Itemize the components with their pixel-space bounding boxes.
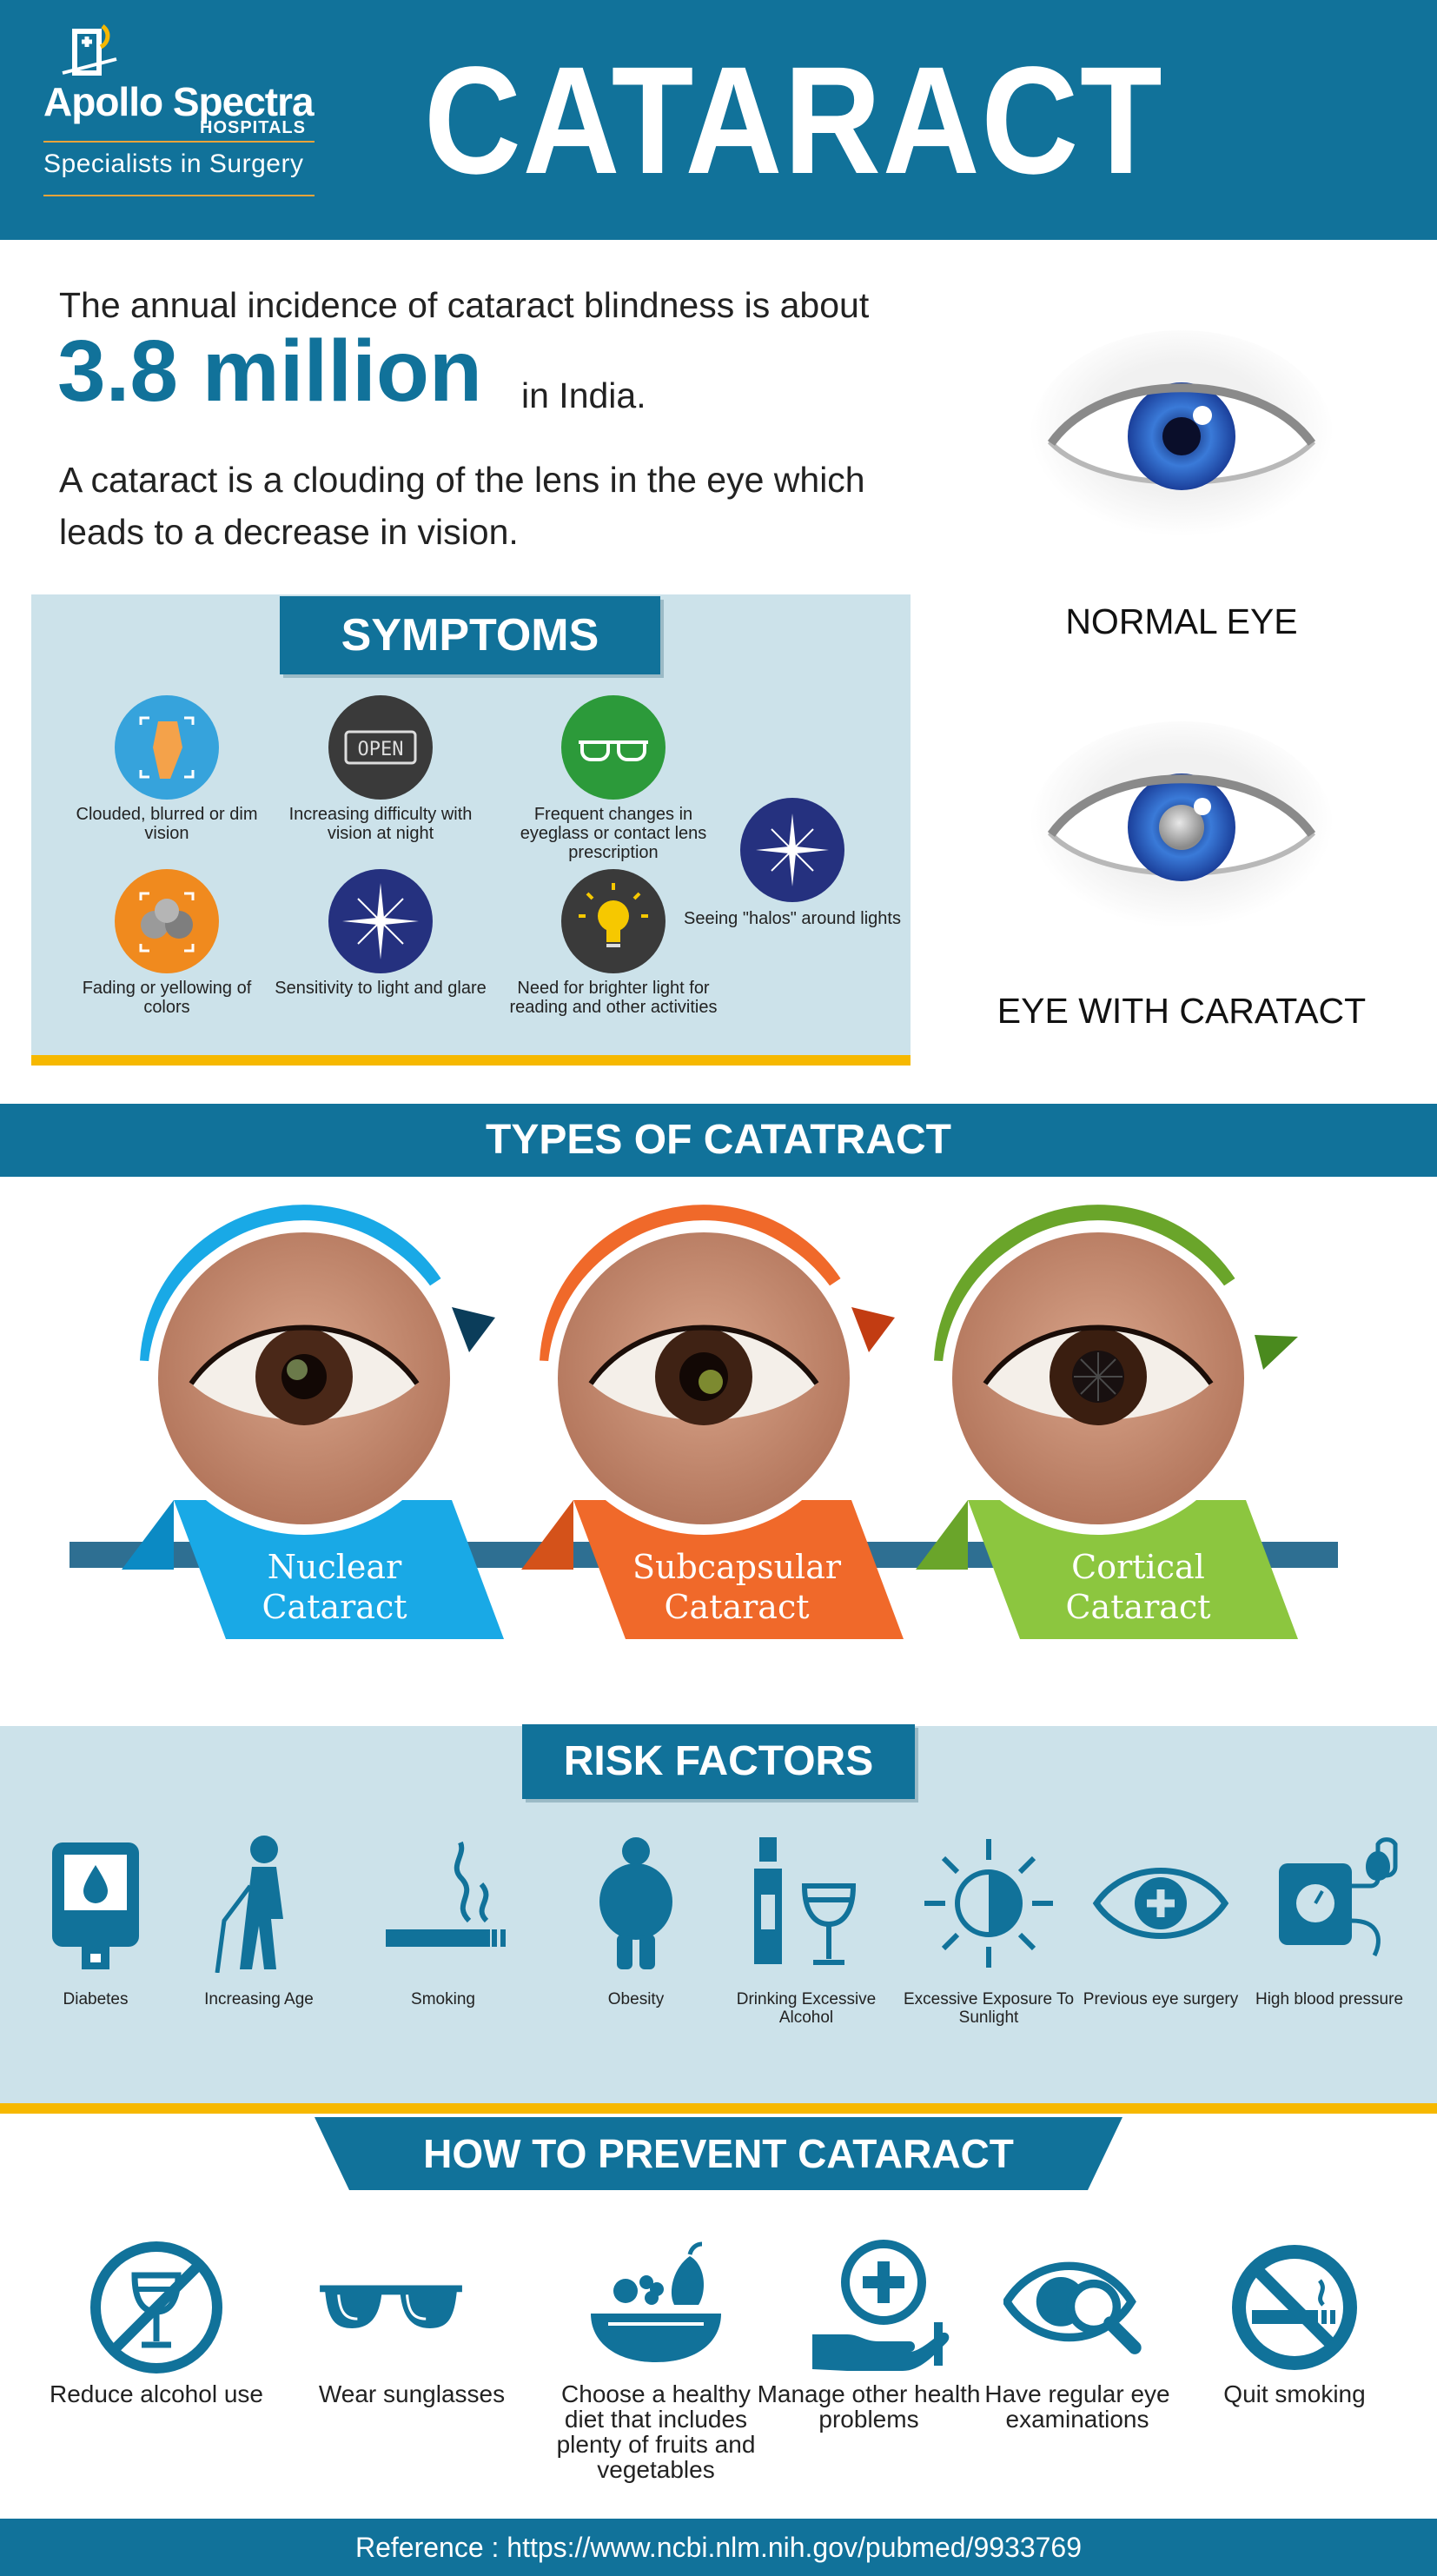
sun-icon bbox=[924, 1839, 1053, 1968]
normal-eye-label: NORMAL EYE bbox=[1065, 601, 1298, 641]
subcapsular-cataract-card bbox=[521, 1205, 904, 1639]
types-heading-band bbox=[0, 1104, 1437, 1177]
risk-label: Obesity bbox=[607, 1990, 665, 2008]
logo-emblem-icon bbox=[62, 24, 117, 76]
symptoms-heading: SYMPTOMS bbox=[280, 596, 660, 674]
fruit-bowl-icon bbox=[591, 2241, 721, 2362]
type-word: Cataract bbox=[262, 1588, 407, 1626]
incidence-number: 3.8 million bbox=[57, 322, 483, 420]
type-name: Nuclear bbox=[267, 1548, 402, 1586]
risk-label: Increasing Age bbox=[204, 1990, 314, 2008]
symptom-label: Seeing "halos" around lights bbox=[684, 909, 901, 928]
symptom-label: Fading or yellowing of colors bbox=[82, 979, 252, 1017]
eye-plus-icon bbox=[1092, 1868, 1229, 1939]
symptom-label: Sensitivity to light and glare bbox=[275, 979, 487, 998]
prevent-label: Choose a healthy diet that includes plen… bbox=[556, 2380, 756, 2483]
cortical-cataract-card bbox=[916, 1205, 1298, 1639]
symptom-label: Clouded, blurred or dim vision bbox=[76, 805, 258, 843]
brand-logo[interactable]: Apollo Spectra HOSPITALS Specialists in … bbox=[43, 24, 321, 196]
eye-exam-icon bbox=[1003, 2261, 1142, 2354]
risk-label: Diabetes bbox=[63, 1990, 129, 2008]
wine-bottle-icon bbox=[754, 1837, 857, 1965]
prevent-label: Reduce alcohol use bbox=[50, 2380, 263, 2407]
no-alcohol-icon bbox=[90, 2241, 222, 2374]
reference-link[interactable]: Reference : https://www.ncbi.nlm.nih.gov… bbox=[354, 2532, 1083, 2563]
type-name: Subcapsular bbox=[632, 1548, 842, 1586]
brand-tagline: Specialists in Surgery bbox=[43, 149, 304, 178]
symptom-label: Increasing difficulty with vision at nig… bbox=[288, 805, 473, 843]
blood-pressure-icon bbox=[1279, 1837, 1398, 1957]
prevent-heading: HOW TO PREVENT CATARACT bbox=[423, 2131, 1014, 2176]
type-word: Cataract bbox=[664, 1588, 810, 1626]
svg-text:OPEN: OPEN bbox=[358, 739, 404, 760]
subcapsular-cataract-label: Subcapsular Cataract bbox=[606, 1547, 867, 1627]
risk-label: Drinking Excessive Alcohol bbox=[736, 1990, 877, 2027]
sunglasses-icon bbox=[320, 2285, 462, 2328]
brand-subtitle: HOSPITALS bbox=[200, 118, 306, 137]
risk-factors-heading: RISK FACTORS bbox=[522, 1724, 915, 1799]
night-sign-icon: OPEN bbox=[328, 695, 433, 800]
logo-divider bbox=[43, 141, 315, 143]
logo-divider-bottom bbox=[43, 195, 315, 196]
risk-label: Previous eye surgery bbox=[1083, 1990, 1239, 2008]
cigarette-icon bbox=[386, 1841, 506, 1947]
cataract-eye-illustration bbox=[999, 713, 1364, 939]
elderly-person-icon bbox=[215, 1836, 283, 1973]
incidence-suffix: in India. bbox=[521, 375, 646, 415]
cataract-definition: A cataract is a clouding of the lens in … bbox=[59, 460, 865, 552]
nuclear-cataract-card bbox=[122, 1205, 504, 1639]
blurred-vision-icon bbox=[115, 695, 219, 800]
incidence-text: The annual incidence of cataract blindne… bbox=[59, 285, 870, 325]
symptom-label: Frequent changes in eyeglass or contact … bbox=[520, 805, 707, 862]
normal-eye-illustration bbox=[999, 322, 1364, 548]
prevent-label: Manage other health problems bbox=[757, 2380, 981, 2433]
risk-label: Excessive Exposure To Sunlight bbox=[903, 1990, 1075, 2027]
brand-name: Apollo Spectra bbox=[43, 79, 315, 124]
glare-star-icon bbox=[328, 869, 433, 973]
header-band bbox=[0, 0, 1437, 240]
eyeglasses-icon bbox=[561, 695, 666, 800]
cataract-eye-label: EYE WITH CARATACT bbox=[997, 991, 1367, 1031]
faded-colors-icon bbox=[115, 869, 219, 973]
type-word: Cataract bbox=[1065, 1588, 1211, 1626]
prevent-label: Quit smoking bbox=[1223, 2380, 1366, 2407]
risk-label: Smoking bbox=[411, 1990, 475, 2008]
risk-label: High blood pressure bbox=[1255, 1990, 1404, 2008]
prevent-label: Have regular eye examinations bbox=[984, 2380, 1170, 2433]
risk-accent-bar bbox=[0, 2103, 1437, 2114]
prevent-label: Wear sunglasses bbox=[318, 2380, 506, 2407]
footer-band bbox=[0, 2519, 1437, 2576]
halo-star-icon bbox=[740, 798, 844, 902]
symptom-label: Need for brighter light for reading and … bbox=[509, 979, 718, 1017]
prevent-heading-band bbox=[315, 2117, 1122, 2190]
no-smoking-icon bbox=[1232, 2245, 1357, 2370]
health-hand-icon bbox=[812, 2240, 950, 2371]
nuclear-cataract-label: Nuclear Cataract bbox=[209, 1547, 460, 1627]
obese-person-icon bbox=[599, 1837, 672, 1969]
cortical-cataract-label: Cortical Cataract bbox=[1008, 1547, 1268, 1627]
light-bulb-icon bbox=[561, 869, 666, 973]
glucose-meter-icon bbox=[52, 1842, 139, 1969]
types-heading: TYPES OF CATATRACT bbox=[486, 1117, 951, 1163]
type-name: Cortical bbox=[1071, 1548, 1205, 1586]
symptoms-accent-bar bbox=[31, 1055, 911, 1066]
page-title: CATARACT bbox=[424, 36, 1164, 206]
